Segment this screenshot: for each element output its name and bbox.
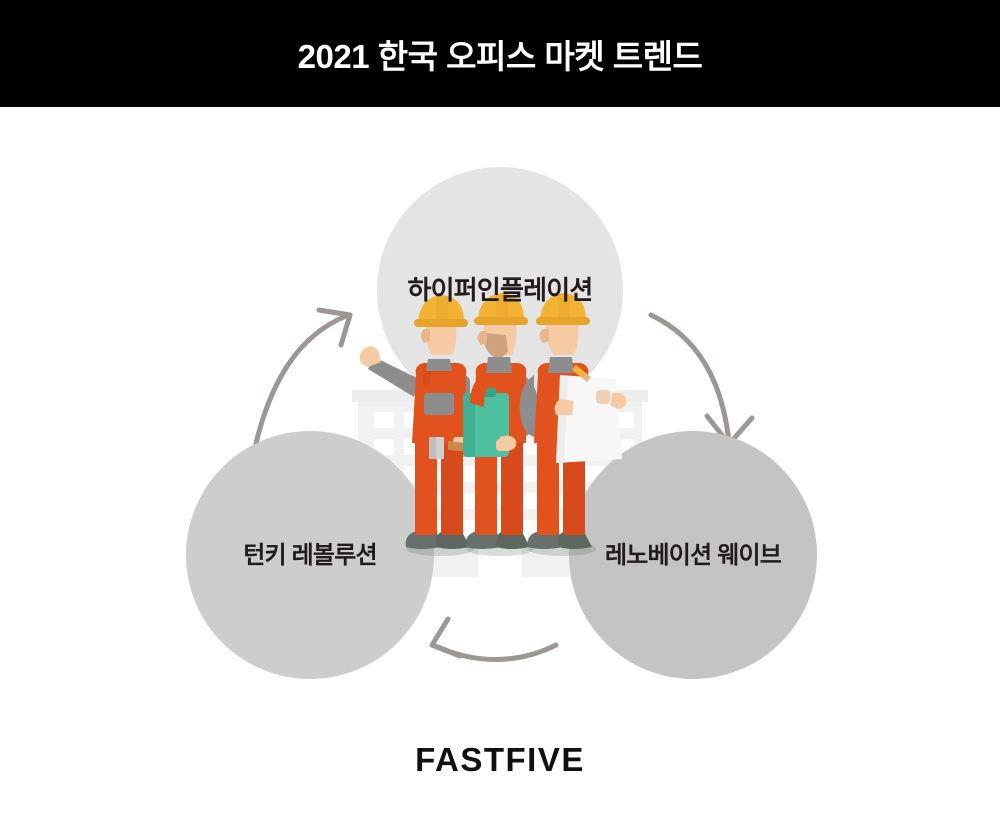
worker-clipboard bbox=[463, 293, 539, 556]
page-title: 2021 한국 오피스 마켓 트렌드 bbox=[297, 37, 703, 75]
arrow-right-to-left bbox=[429, 616, 559, 662]
arrow-top-to-right bbox=[648, 312, 755, 447]
header-band bbox=[0, 0, 1000, 107]
diagram-stage: 하이퍼인플레이션 턴키 레볼루션 레노베이션 웨이브 FASTFIVE bbox=[0, 107, 1000, 833]
circle-node-turnkey-revolution[interactable] bbox=[186, 431, 434, 679]
workers-illustration bbox=[359, 293, 627, 556]
fastfive-logo: FASTFIVE bbox=[415, 741, 585, 778]
cycle-diagram bbox=[186, 167, 817, 679]
cycle-arrows bbox=[251, 307, 755, 662]
worker-blueprint bbox=[519, 293, 627, 556]
circle-node-renovation-wave[interactable] bbox=[569, 431, 817, 679]
arrow-left-to-top bbox=[251, 307, 353, 455]
